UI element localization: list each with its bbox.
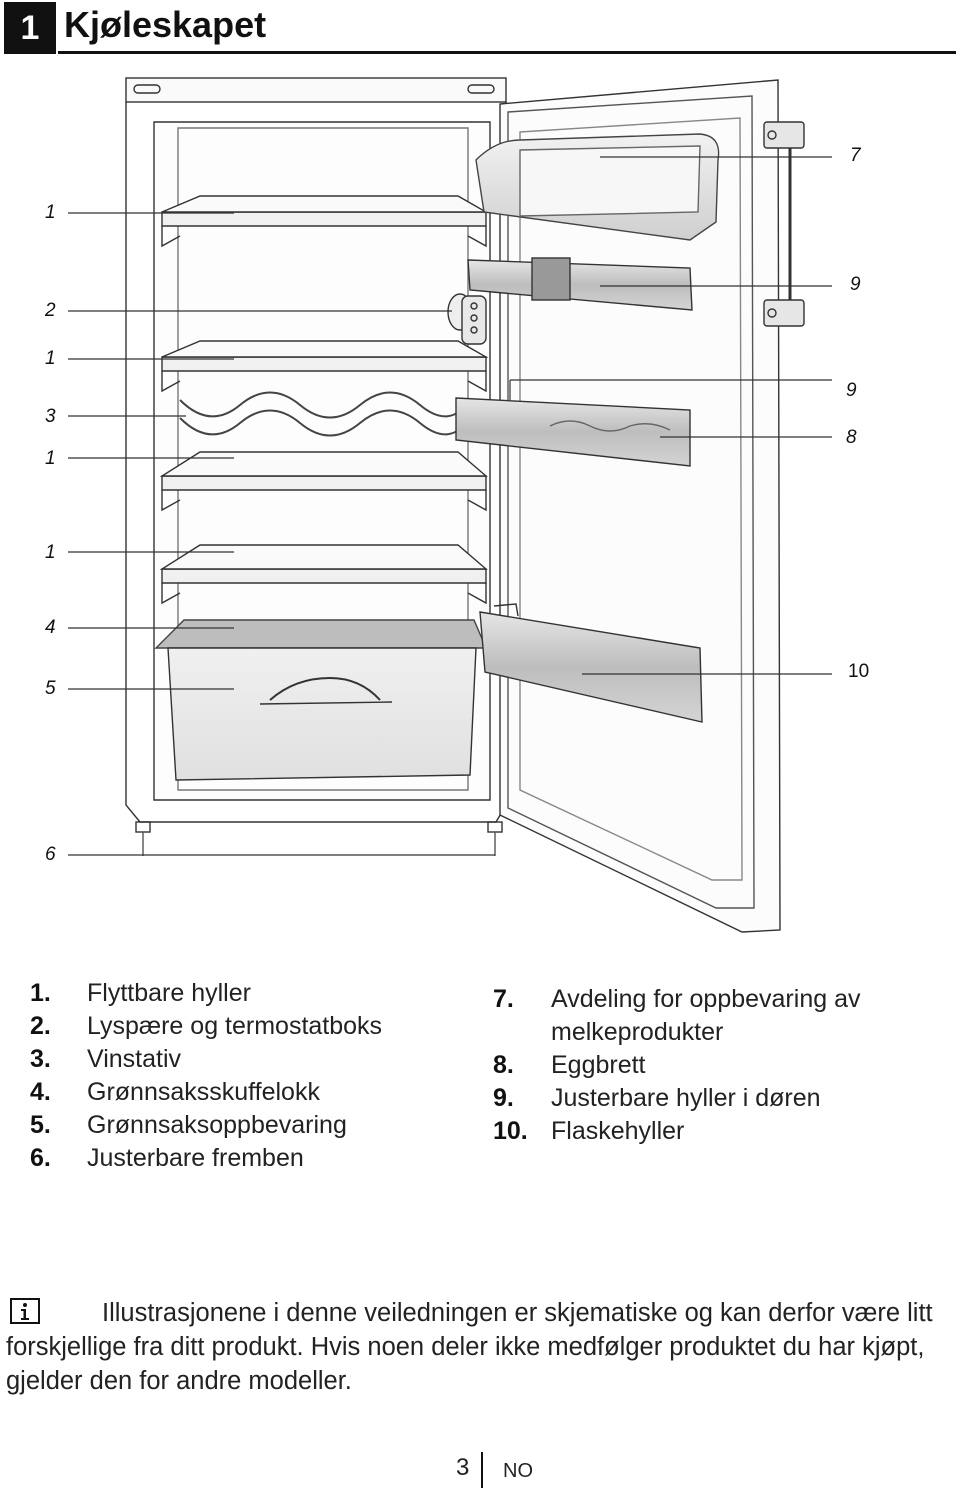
info-icon <box>10 1298 40 1324</box>
legend-item: 8. Eggbrett <box>493 1049 933 1082</box>
legend-item: 10. Flaskehyller <box>493 1115 933 1148</box>
legend-item: 7. Avdeling for oppbevaring av melkeprodu… <box>493 983 933 1049</box>
section-header: 1 Kjøleskapet <box>4 2 960 54</box>
callout-1-second-shelf: 1 <box>45 348 56 369</box>
footer-divider <box>481 1452 483 1488</box>
legend-label: Justerbare fremben <box>87 1144 304 1172</box>
callout-10-bottle-shelf: 10 <box>848 661 870 682</box>
legend-label: Vinstativ <box>87 1045 182 1073</box>
callout-2-lamp: 2 <box>45 300 56 321</box>
legend-item: 2. Lyspære og termostatboks <box>30 1010 470 1043</box>
callout-5-crisper: 5 <box>45 678 56 699</box>
callout-4-crisper-lid: 4 <box>45 617 56 638</box>
callout-6-feet: 6 <box>45 844 56 865</box>
legend-item: 3. Vinstativ <box>30 1043 470 1076</box>
note: Illustrasjonene i denne veiledningen er … <box>6 1296 960 1398</box>
legend-number: 1. <box>30 979 51 1007</box>
section-number: 1 <box>4 2 56 54</box>
legend-number: 5. <box>30 1111 51 1139</box>
legend-item: 6. Justerbare fremben <box>30 1142 470 1175</box>
legend-label: Eggbrett <box>551 1051 646 1079</box>
legend-label: Justerbare hyller i døren <box>551 1084 821 1112</box>
language-code: NO <box>503 1460 533 1482</box>
legend-number: 6. <box>30 1144 51 1172</box>
header-rule <box>58 51 956 54</box>
legend-number: 10. <box>493 1117 528 1145</box>
legend-label: Lyspære og termostatboks <box>87 1012 383 1040</box>
callout-3-wine-rack: 3 <box>45 406 56 427</box>
fridge-illustration <box>68 77 832 933</box>
legend-item: 9. Justerbare hyller i døren <box>493 1082 933 1115</box>
page-footer: 3 NO <box>0 1450 960 1490</box>
legend-number: 8. <box>493 1051 514 1079</box>
callout-8-egg-tray: 8 <box>846 427 857 448</box>
legend-label: Flyttbare hyller <box>87 979 251 1007</box>
legend-item: 4. Grønnsaksskuffelokk <box>30 1076 470 1109</box>
legend-item: 5. Grønnsaksoppbevaring <box>30 1109 470 1142</box>
legend-label: Avdeling for oppbevaring av melkeprodukt… <box>551 985 861 1046</box>
page-number: 3 <box>456 1454 470 1481</box>
legend-number: 9. <box>493 1084 514 1112</box>
callout-9-door-shelf-upper: 9 <box>850 274 861 295</box>
legend-right: 7. Avdeling for oppbevaring av melkeprodu… <box>493 983 933 1148</box>
legend-label: Grønnsaksskuffelokk <box>87 1078 320 1106</box>
legend-left: 1. Flyttbare hyller 2. Lyspære og termosta… <box>30 977 470 1175</box>
legend-number: 7. <box>493 985 514 1013</box>
legend-label: Grønnsaksoppbevaring <box>87 1111 347 1139</box>
legend-number: 3. <box>30 1045 51 1073</box>
callout-1-fourth-shelf: 1 <box>45 542 56 563</box>
legend-number: 2. <box>30 1012 51 1040</box>
callout-1-third-shelf: 1 <box>45 448 56 469</box>
note-text: Illustrasjonene i denne veiledningen er … <box>6 1299 933 1395</box>
legend-number: 4. <box>30 1078 51 1106</box>
legend-item: 1. Flyttbare hyller <box>30 977 470 1010</box>
callout-7-dairy: 7 <box>850 145 861 166</box>
callout-9-door-shelf: 9 <box>846 380 857 401</box>
section-title: Kjøleskapet <box>64 4 267 45</box>
fridge-diagram: 1 2 1 3 1 1 4 5 6 7 9 9 8 10 <box>0 60 960 960</box>
legend-label: Flaskehyller <box>551 1117 685 1145</box>
callout-1-top-shelf: 1 <box>45 202 56 223</box>
